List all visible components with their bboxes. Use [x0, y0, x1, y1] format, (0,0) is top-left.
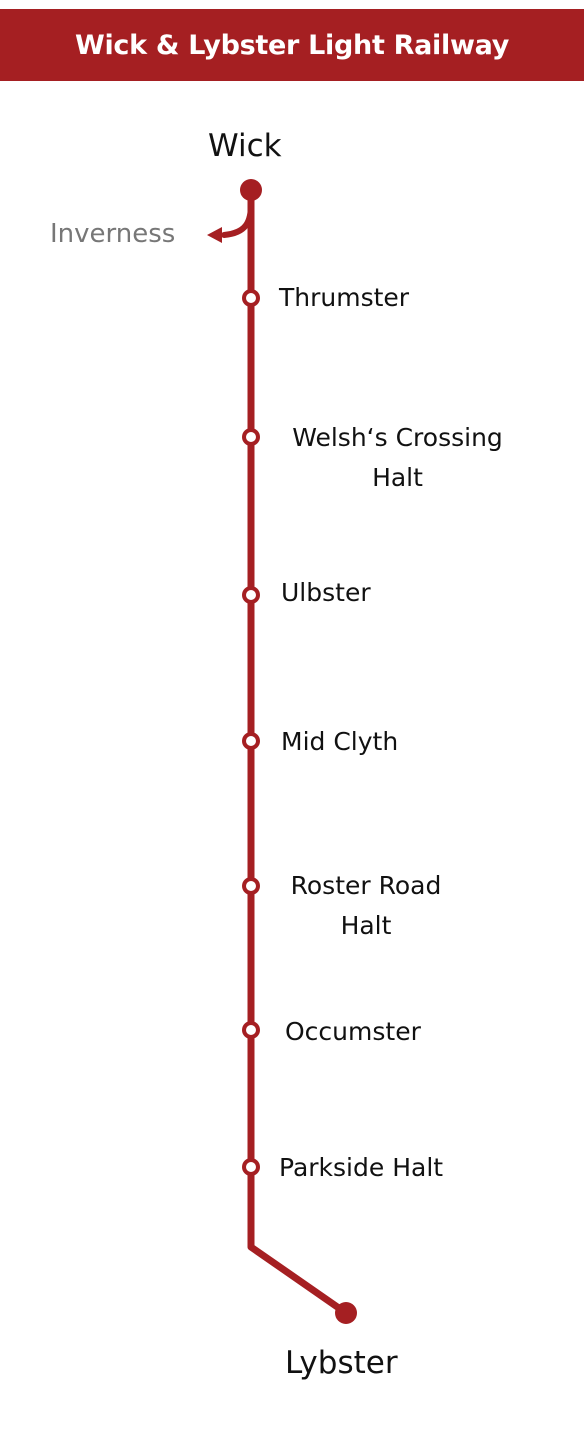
terminus-label-wick: Wick [208, 128, 282, 164]
station-marker-roster-road-halt [242, 877, 260, 895]
station-marker-ulbster [242, 586, 260, 604]
branch-arrowhead-icon [207, 227, 222, 243]
station-marker-parkside-halt [242, 1158, 260, 1176]
station-label-mid-clyth: Mid Clyth [281, 727, 399, 756]
station-label-welshs-crossing-halt: Welsh‘s Crossing Halt [292, 423, 503, 492]
station-marker-mid-clyth [242, 732, 260, 750]
station-marker-occumster [242, 1021, 260, 1039]
page-title: Wick & Lybster Light Railway [74, 29, 509, 61]
terminus-marker-wick [240, 179, 262, 201]
railway-line [247, 186, 350, 1317]
station-label-thrumster: Thrumster [279, 283, 410, 312]
branch-label-inverness: Inverness [50, 219, 176, 249]
station-label-ulbster: Ulbster [281, 578, 371, 607]
station-marker-thrumster [242, 289, 260, 307]
station-label-occumster: Occumster [285, 1017, 421, 1046]
station-label-parkside-halt: Parkside Halt [279, 1153, 444, 1182]
title-bar: Wick & Lybster Light Railway [0, 9, 584, 81]
terminus-label-lybster: Lybster [285, 1345, 398, 1381]
station-marker-welshs-crossing-halt [242, 428, 260, 446]
branch-line-inverness [221, 201, 254, 238]
terminus-marker-lybster [335, 1302, 357, 1324]
station-label-roster-road-halt: Roster Road Halt [290, 871, 442, 940]
